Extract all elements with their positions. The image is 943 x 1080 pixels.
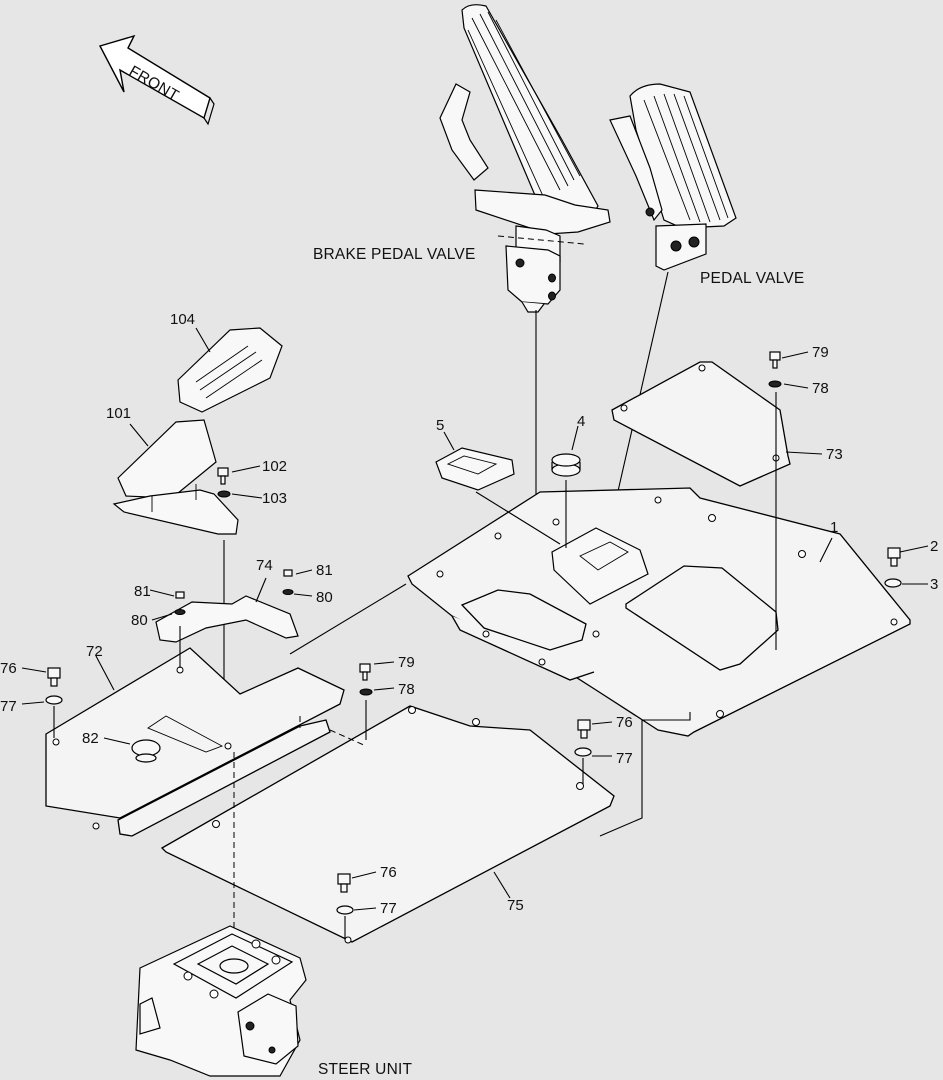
- part-number-75: 75: [507, 897, 524, 914]
- grommet-5: [435, 447, 515, 491]
- part-number-77-bottom: 77: [380, 900, 397, 917]
- part-number-77-left: 77: [0, 698, 17, 715]
- part-number-79-mid: 79: [398, 654, 415, 671]
- part-number-102: 102: [262, 458, 287, 475]
- part-number-74: 74: [256, 557, 273, 574]
- part-number-2: 2: [930, 538, 938, 555]
- pedal-valve: [609, 83, 737, 271]
- pedal-pad-104: [177, 327, 283, 413]
- cover-plate-73: [611, 361, 791, 487]
- bracket-74: [155, 595, 299, 643]
- part-number-79-top: 79: [812, 344, 829, 361]
- part-number-72: 72: [86, 643, 103, 660]
- brake-pedal-valve-label: BRAKE PEDAL VALVE: [313, 246, 476, 263]
- part-number-104: 104: [170, 311, 195, 328]
- front-arrow-icon: FRONT: [98, 34, 215, 126]
- part-number-73: 73: [826, 446, 843, 463]
- part-number-76-mid: 76: [616, 714, 633, 731]
- pedal-valve-label: PEDAL VALVE: [700, 270, 804, 287]
- part-number-78-top: 78: [812, 380, 829, 397]
- part-number-78-mid: 78: [398, 681, 415, 698]
- bolt-79-top: [769, 351, 781, 369]
- part-number-1: 1: [830, 519, 838, 536]
- part-number-77-mid: 77: [616, 750, 633, 767]
- part-number-76-left: 76: [0, 660, 17, 677]
- part-number-103: 103: [262, 490, 287, 507]
- part-number-5: 5: [436, 417, 444, 434]
- floor-plate-75: [160, 705, 615, 943]
- pedal-arm-101: [112, 419, 239, 535]
- grommet-4: [551, 453, 581, 477]
- part-number-4: 4: [577, 413, 585, 430]
- floor-plate-72: [45, 647, 345, 819]
- part-number-101: 101: [106, 405, 131, 422]
- part-number-80-right: 80: [316, 589, 333, 606]
- steer-unit: [135, 925, 307, 1077]
- part-number-3: 3: [930, 576, 938, 593]
- part-number-82: 82: [82, 730, 99, 747]
- part-number-76-bottom: 76: [380, 864, 397, 881]
- part-number-81-right: 81: [316, 562, 333, 579]
- steer-unit-label: STEER UNIT: [318, 1061, 412, 1078]
- part-number-81-left: 81: [134, 583, 151, 600]
- part-number-80-left: 80: [131, 612, 148, 629]
- brake-pedal-valve: [439, 4, 611, 313]
